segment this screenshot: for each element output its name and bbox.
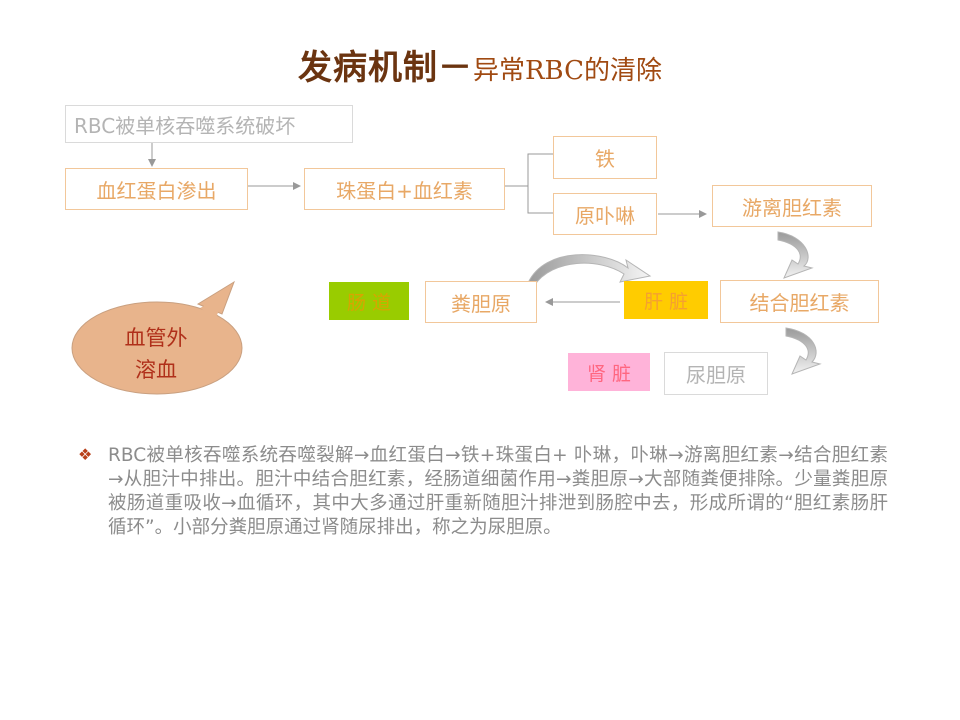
curved-arrow-enterohepatic: [527, 254, 652, 287]
callout-text: 血管外 溶血: [96, 322, 216, 386]
box-protoporphyrin: 原卟啉: [553, 193, 657, 235]
curved-arrow-free-to-conj: [777, 231, 814, 279]
callout-line1: 血管外: [124, 326, 188, 350]
bracket-split: [527, 153, 553, 214]
title-sub: 异常RBC的清除: [472, 56, 663, 86]
callout-bubble: [71, 301, 243, 395]
title-main: 发病机制－: [297, 48, 473, 88]
box-stercobilinogen: 粪胆原: [425, 281, 537, 323]
tag-intestine: 肠 道: [329, 282, 409, 320]
box-globin-heme: 珠蛋白+血红素: [304, 168, 505, 210]
box-iron: 铁: [553, 136, 657, 179]
curved-arrow-conj-to-uro: [785, 327, 822, 375]
tag-kidney: 肾 脏: [568, 353, 650, 391]
box-conjugated-bilirubin: 结合胆红素: [720, 280, 879, 323]
paragraph-text: RBC被单核吞噬系统吞噬裂解→血红蛋白→铁+珠蛋白+ 卟琳，卟琳→游离胆红素→结…: [108, 445, 888, 538]
explanation-paragraph: ❖ RBC被单核吞噬系统吞噬裂解→血红蛋白→铁+珠蛋白+ 卟琳，卟琳→游离胆红素…: [78, 444, 888, 540]
box-free-bilirubin: 游离胆红素: [712, 185, 872, 227]
box-hemoglobin-leak: 血红蛋白渗出: [65, 168, 248, 210]
box-urobilinogen: 尿胆原: [664, 352, 768, 395]
slide-title: 发病机制－异常RBC的清除: [0, 40, 960, 89]
box-rbc-destroyed: RBC被单核吞噬系统破坏: [65, 105, 353, 143]
bullet-icon: ❖: [78, 445, 93, 464]
tag-liver: 肝 脏: [624, 281, 708, 319]
callout-line2: 溶血: [135, 358, 177, 382]
